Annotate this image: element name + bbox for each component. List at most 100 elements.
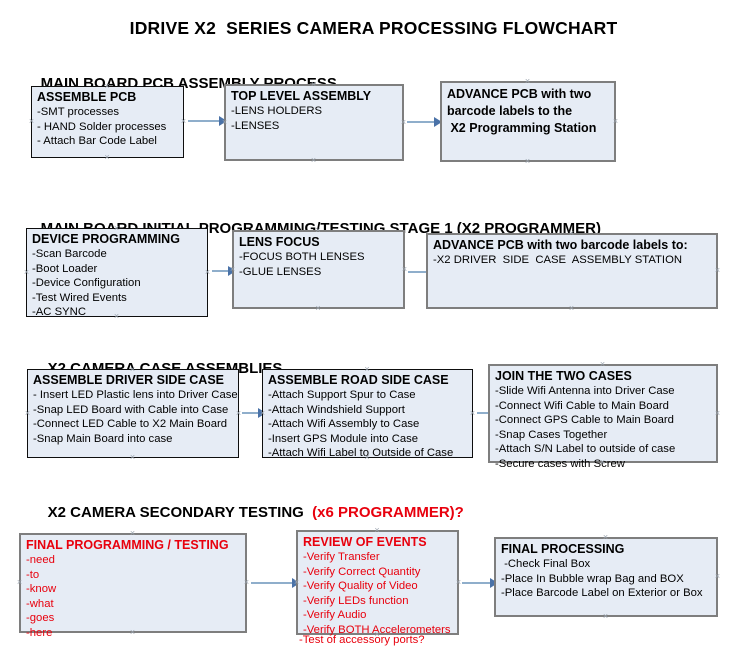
node-line: - Attach Bar Code Label: [37, 135, 157, 148]
connector-line: [407, 121, 437, 123]
connector-line: [251, 582, 295, 584]
node-overflow-line: -Test of accessory ports?: [299, 634, 425, 646]
resize-handle-top[interactable]: [310, 81, 317, 88]
node-line: -AC SYNC: [32, 306, 86, 319]
node-title-line: barcode labels to the: [447, 104, 573, 118]
resize-handle-bottom[interactable]: [129, 454, 136, 461]
resize-handle-left[interactable]: [221, 119, 228, 126]
resize-handle-top[interactable]: [129, 530, 136, 537]
node-line: -Test Wired Events: [32, 291, 127, 304]
resize-handle-bottom[interactable]: [602, 613, 609, 620]
node-line: -Snap Cases Together: [495, 428, 608, 441]
node-final-processing[interactable]: FINAL PROCESSING -Check Final Box -Place…: [494, 537, 718, 617]
node-line: -GLUE LENSES: [239, 265, 322, 278]
node-line: -FOCUS BOTH LENSES: [239, 251, 365, 263]
resize-handle-top[interactable]: [104, 83, 111, 90]
resize-handle-left[interactable]: [259, 410, 266, 417]
section-heading-text: X2 CAMERA SECONDARY TESTING: [47, 504, 313, 521]
resize-handle-bottom[interactable]: [364, 454, 371, 461]
resize-handle-left[interactable]: [23, 269, 30, 276]
node-line: -goes: [26, 612, 55, 625]
node-line: -know: [26, 583, 57, 596]
resize-handle-top[interactable]: [113, 225, 120, 232]
node-line: -Attach Wifi Assembly to Case: [268, 418, 420, 431]
resize-handle-right[interactable]: [469, 410, 476, 417]
resize-handle-right[interactable]: [204, 269, 211, 276]
resize-handle-top[interactable]: [599, 361, 606, 368]
node-assemble-pcb[interactable]: ASSEMBLE PCB -SMT processes - HAND Solde…: [31, 86, 184, 158]
node-advance-pcb-driver-side[interactable]: ADVANCE PCB with two barcode labels to: …: [426, 233, 718, 309]
node-assemble-driver-side-case[interactable]: ASSEMBLE DRIVER SIDE CASE - Insert LED P…: [27, 369, 239, 458]
page-title: IDRIVE X2 SERIES CAMERA PROCESSING FLOWC…: [129, 18, 618, 38]
resize-handle-bottom[interactable]: [568, 305, 575, 312]
section-heading-secondary-testing: X2 CAMERA SECONDARY TESTING (x6 PROGRAMM…: [31, 487, 464, 538]
resize-handle-right[interactable]: [714, 573, 721, 580]
node-line: - Insert LED Plastic lens into Driver Ca…: [33, 389, 238, 401]
section-heading-accent: (x6 PROGRAMMER)?: [312, 504, 464, 521]
node-line: -Snap Main Board into case: [33, 432, 173, 445]
node-title: DEVICE PROGRAMMING: [32, 232, 180, 246]
resize-handle-right[interactable]: [612, 118, 619, 125]
resize-handle-bottom[interactable]: [129, 629, 136, 636]
resize-handle-left[interactable]: [24, 410, 31, 417]
node-line: -Attach Windshield Support: [268, 403, 405, 416]
node-line: -what: [26, 597, 54, 610]
resize-handle-bottom[interactable]: [310, 157, 317, 164]
resize-handle-top[interactable]: [602, 534, 609, 541]
resize-handle-bottom[interactable]: [113, 313, 120, 320]
node-device-programming[interactable]: DEVICE PROGRAMMING -Scan Barcode -Boot L…: [23, 225, 211, 320]
node-title: FINAL PROCESSING: [501, 542, 625, 556]
resize-handle-right[interactable]: [455, 579, 462, 586]
node-assemble-road-side-case[interactable]: ASSEMBLE ROAD SIDE CASE -Attach Support …: [259, 366, 476, 461]
node-final-programming-testing[interactable]: FINAL PROGRAMMING / TESTING -need -to -k…: [16, 530, 250, 639]
node-line: -Verify Audio: [303, 609, 367, 622]
resize-handle-left[interactable]: [293, 579, 300, 586]
node-line: -SMT processes: [37, 106, 120, 118]
node-lens-focus[interactable]: LENS FOCUS -FOCUS BOTH LENSES -GLUE LENS…: [232, 230, 405, 309]
resize-handle-left[interactable]: [16, 579, 23, 586]
resize-handle-bottom[interactable]: [524, 158, 531, 165]
node-line: -LENSES: [231, 119, 280, 132]
resize-handle-top[interactable]: [315, 227, 322, 234]
node-line: -Insert GPS Module into Case: [268, 432, 419, 445]
resize-handle-left[interactable]: [229, 266, 236, 273]
resize-handle-right[interactable]: [714, 410, 721, 417]
connector-arrowhead: [434, 117, 442, 127]
resize-handle-right[interactable]: [401, 266, 408, 273]
node-line: -X2 DRIVER SIDE CASE ASSEMBLY STATION: [433, 254, 683, 266]
node-line: -Verify Correct Quantity: [303, 565, 421, 578]
connector-line: [477, 412, 494, 414]
node-title: JOIN THE TWO CASES: [495, 369, 632, 383]
node-title: TOP LEVEL ASSEMBLY: [231, 89, 372, 103]
node-advance-pcb-programming-station[interactable]: ADVANCE PCB with two barcode labels to t…: [440, 81, 616, 162]
resize-handle-top[interactable]: [568, 230, 575, 237]
node-line: -Verify Quality of Video: [303, 580, 418, 593]
node-line: -here: [26, 626, 53, 639]
resize-handle-bottom[interactable]: [599, 459, 606, 466]
resize-handle-right[interactable]: [714, 267, 721, 274]
resize-handle-right[interactable]: [400, 119, 407, 126]
node-line: -Verify LEDs function: [303, 594, 409, 607]
node-join-the-two-cases[interactable]: JOIN THE TWO CASES -Slide Wifi Antenna i…: [488, 361, 721, 470]
node-line: -Connect LED Cable to X2 Main Board: [33, 418, 228, 431]
node-title: ASSEMBLE ROAD SIDE CASE: [268, 373, 449, 387]
node-line: -Place In Bubble wrap Bag and BOX: [501, 572, 684, 585]
node-line: -to: [26, 568, 40, 581]
node-top-level-assembly[interactable]: TOP LEVEL ASSEMBLY -LENS HOLDERS -LENSES: [224, 84, 404, 161]
resize-handle-top[interactable]: [129, 366, 136, 373]
resize-handle-bottom[interactable]: [315, 305, 322, 312]
node-title: ADVANCE PCB with two barcode labels to:: [433, 238, 688, 252]
node-line: -Verify Transfer: [303, 551, 380, 563]
resize-handle-bottom[interactable]: [104, 154, 111, 161]
resize-handle-top[interactable]: [364, 366, 371, 373]
resize-handle-right[interactable]: [243, 579, 250, 586]
resize-handle-left[interactable]: [28, 118, 35, 125]
resize-handle-top[interactable]: [374, 527, 381, 534]
resize-handle-right[interactable]: [180, 118, 187, 125]
node-review-of-events[interactable]: REVIEW OF EVENTS -Verify Transfer -Verif…: [293, 527, 462, 636]
resize-handle-top[interactable]: [524, 78, 531, 85]
node-line: -Slide Wifi Antenna into Driver Case: [495, 385, 675, 397]
resize-handle-right[interactable]: [235, 410, 242, 417]
node-title: ASSEMBLE PCB: [37, 90, 137, 104]
